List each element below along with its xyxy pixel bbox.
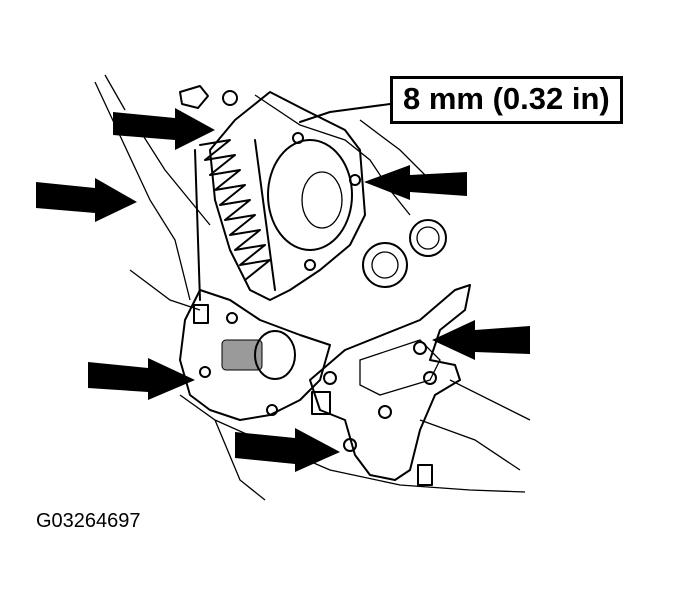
seal-rings (362, 219, 447, 288)
arrow-far-left (36, 178, 137, 222)
arrow-top-left (113, 108, 215, 150)
arrow-right (432, 320, 530, 360)
arrow-bottom (235, 428, 340, 472)
callout-leader (299, 103, 391, 123)
lower-housing (179, 289, 331, 421)
torque-spec-callout: 8 mm (0.32 in) (390, 76, 623, 124)
mount-bracket (309, 284, 471, 486)
timing-belt (194, 139, 276, 301)
arrow-lower-left (88, 358, 195, 400)
timing-cover (179, 85, 366, 301)
figure-id: G03264697 (36, 510, 141, 532)
arrow-top-right (364, 165, 467, 200)
